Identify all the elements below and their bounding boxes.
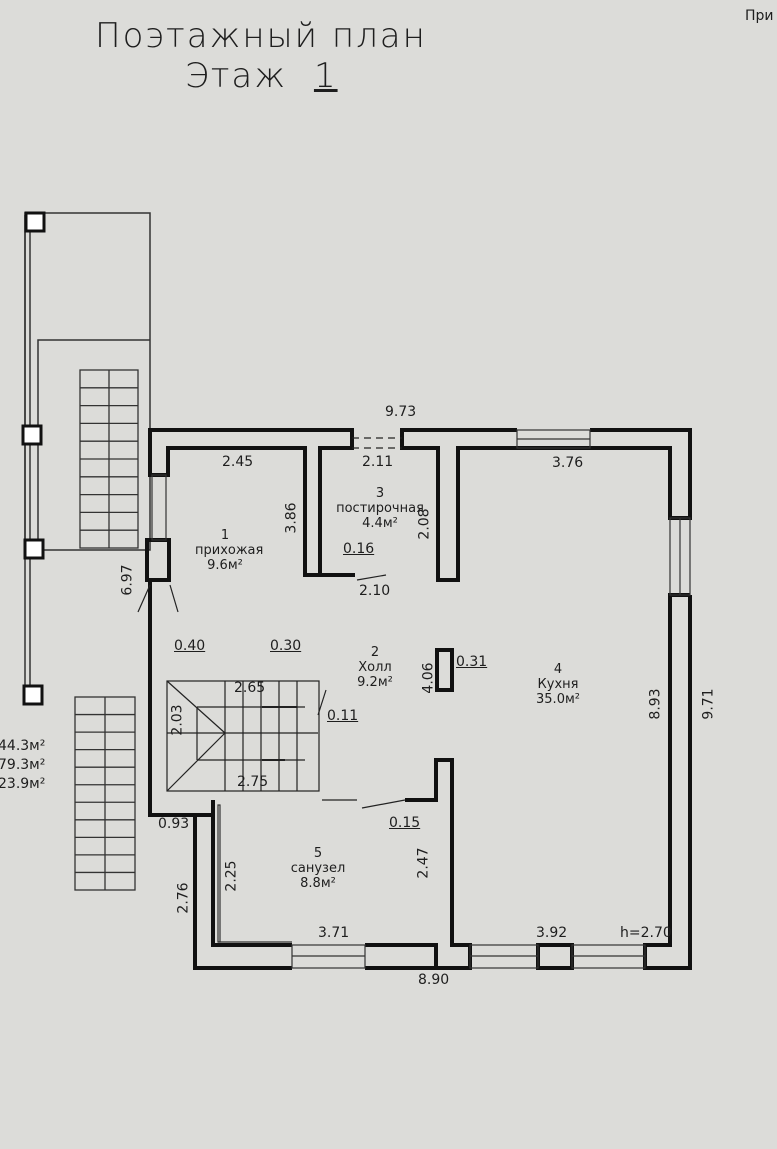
dim-room1-width: 2.45: [222, 454, 254, 470]
dim-left-step: 0.93: [158, 816, 190, 832]
dim-kitchen-height: 8.93: [647, 688, 664, 720]
dim-stair-top: 2.65: [234, 680, 266, 696]
corner-text: При: [745, 8, 774, 24]
windows: [151, 429, 691, 969]
room-number: 5: [313, 846, 323, 861]
porch-posts: [21, 211, 46, 706]
room-number: 4: [553, 662, 563, 677]
floor-prefix: Этаж: [185, 56, 288, 96]
area-summary-1: 44.3м²: [0, 738, 46, 754]
dim-kitchen-top: 3.76: [552, 455, 584, 471]
porch-outline: [24, 212, 151, 690]
room-name: Холл: [358, 660, 392, 675]
room-2-label: 2 Холл 9.2м²: [345, 645, 405, 690]
room-5-label: 5 санузел 8.8м²: [288, 846, 348, 891]
room-1-label: 1 прихожая 9.6м²: [195, 528, 264, 573]
room-name: прихожая: [195, 543, 264, 558]
dim-wall-030: 0.30: [270, 638, 302, 654]
exterior-stairs-top: [79, 369, 139, 549]
room-3-label: 3 постирочная 4.4м²: [325, 486, 435, 531]
dim-right-overall: 9.71: [700, 688, 717, 720]
dim-kitchen-bottom: 3.92: [536, 925, 568, 941]
dim-stair-height: 2.03: [169, 704, 186, 736]
dim-room1-height: 3.86: [283, 502, 300, 534]
floor-number: 1: [313, 56, 338, 96]
area-summary-2: 79.3м²: [0, 757, 46, 773]
dim-bottom-overall: 8.90: [418, 972, 450, 988]
doors: [137, 437, 406, 809]
dim-room3-height: 2.08: [416, 508, 433, 540]
dim-room3-door: 2.11: [362, 454, 394, 470]
room-area: 9.2м²: [357, 675, 393, 690]
room-name: постирочная: [336, 501, 424, 516]
room-name: Кухня: [537, 677, 579, 692]
dim-bath-bottom: 3.71: [318, 925, 350, 941]
room-number: 1: [220, 528, 230, 543]
plan-title: Поэтажный план: [95, 16, 427, 56]
dim-room3-wall: 0.16: [343, 541, 375, 557]
dim-ceiling-height: h=2.70: [620, 925, 672, 941]
dim-top-overall: 9.73: [385, 404, 417, 420]
dim-wall-011: 0.11: [327, 708, 359, 724]
dim-stair-bottom: 2.75: [237, 774, 269, 790]
dim-left-bottom: 2.76: [175, 882, 192, 914]
dim-room3-bottom: 2.10: [359, 583, 391, 599]
room-number: 3: [375, 486, 385, 501]
room-area: 8.8м²: [300, 876, 336, 891]
dim-bath-right: 2.47: [415, 847, 432, 879]
interior-stair: [166, 680, 320, 792]
dim-left-overall: 6.97: [119, 564, 136, 596]
room-name: санузел: [290, 861, 346, 876]
areas-summary: 44.3м² 79.3м² 23.9м²: [0, 737, 45, 794]
dim-wall-015: 0.15: [389, 815, 421, 831]
floor-label: Этаж 1: [185, 56, 338, 96]
area-summary-3: 23.9м²: [0, 776, 46, 792]
room-number: 2: [370, 645, 380, 660]
dim-wall-040: 0.40: [174, 638, 206, 654]
dim-pillar-width: 0.31: [456, 654, 488, 670]
room-area: 4.4м²: [362, 516, 398, 531]
room-4-label: 4 Кухня 35.0м²: [528, 662, 588, 707]
room-area: 35.0м²: [536, 692, 580, 707]
dim-bath-left: 2.25: [223, 860, 240, 892]
exterior-stairs-bottom: [74, 696, 136, 891]
room-area: 9.6м²: [207, 558, 243, 573]
dim-pillar-height: 4.06: [420, 662, 437, 694]
